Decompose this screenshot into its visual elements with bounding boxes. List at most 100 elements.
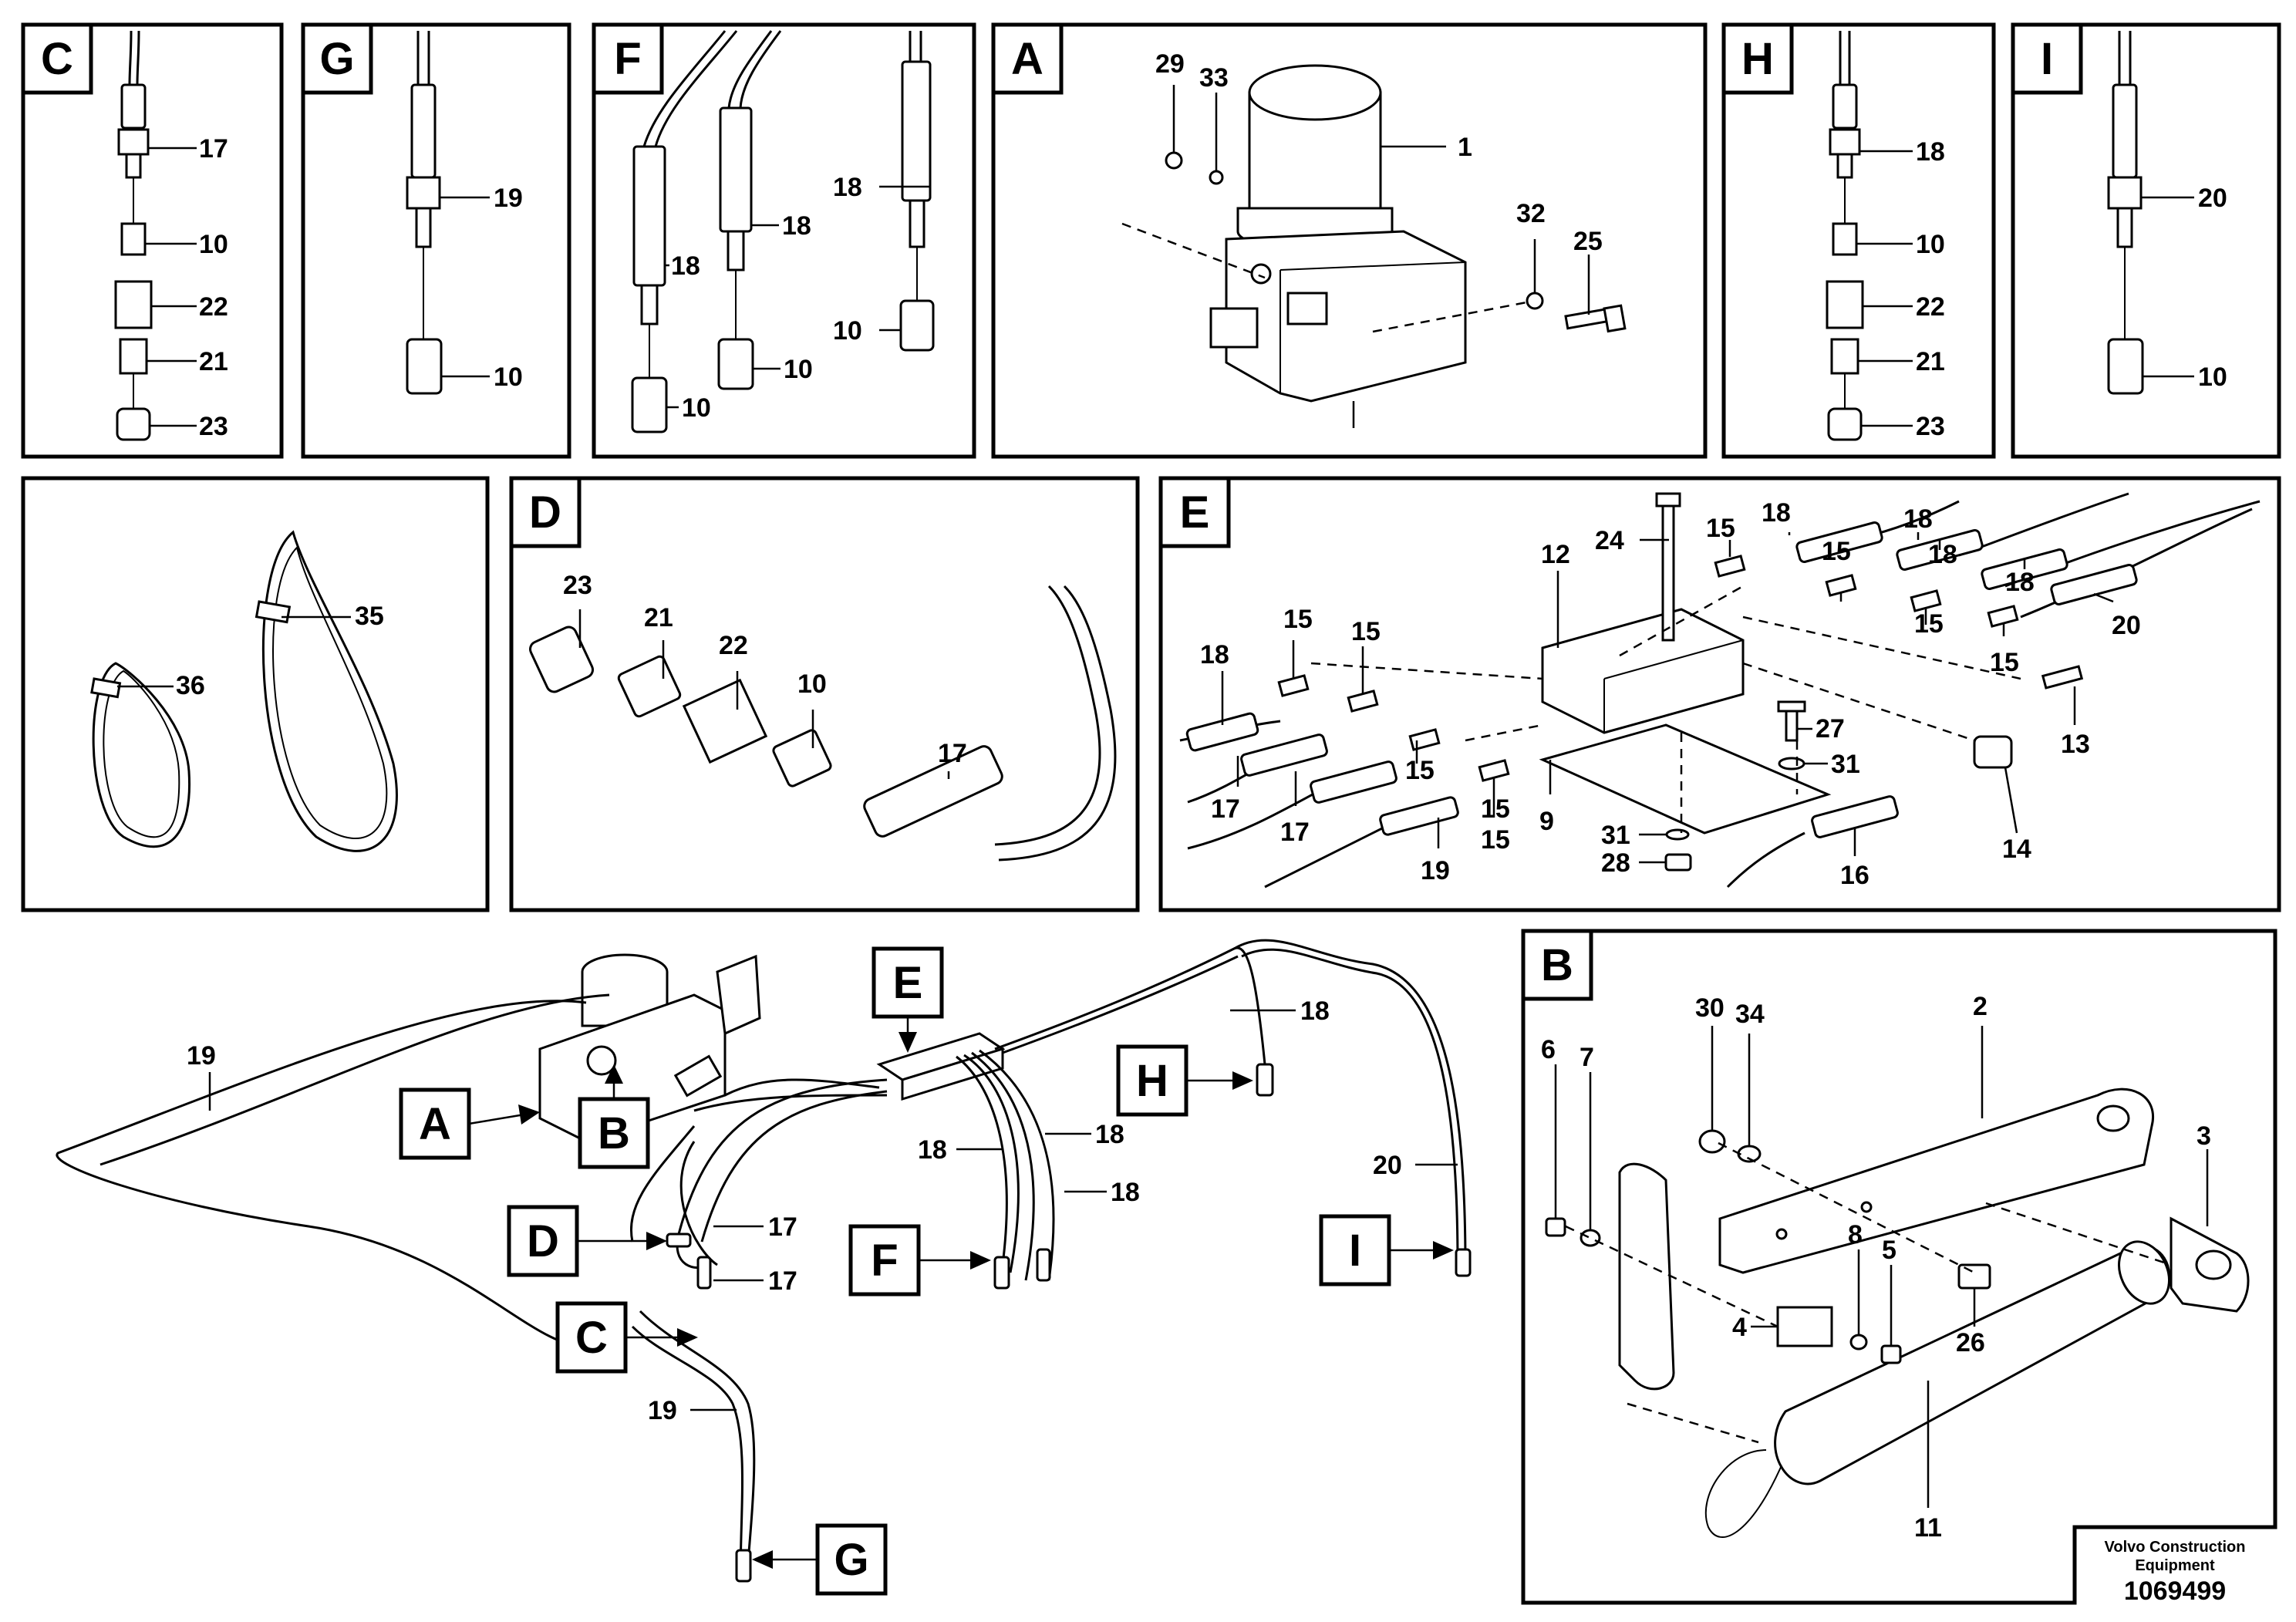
callout: 15: [1283, 605, 1313, 634]
callout: 31: [1601, 821, 1630, 850]
callout: 17: [768, 1266, 797, 1296]
callout: 16: [1840, 861, 1870, 890]
callout: 31: [1831, 750, 1860, 779]
callout: 20: [2198, 184, 2227, 213]
callout: 35: [355, 602, 384, 631]
detail-panel-g: G 19 10: [301, 22, 571, 459]
callout: 33: [1199, 63, 1229, 93]
callout: 18: [1095, 1120, 1124, 1149]
panel-tag-b: B: [1541, 940, 1573, 990]
overview-tag-i: I: [1349, 1226, 1361, 1276]
callout: 18: [671, 251, 700, 281]
detail-panel-cable-ties: 35 36: [21, 476, 490, 912]
callout: 10: [494, 363, 523, 392]
callout: 18: [833, 173, 862, 202]
callout: 5: [1882, 1236, 1896, 1265]
callout: 12: [1541, 540, 1570, 569]
callout: 26: [1956, 1328, 1985, 1357]
callout: 21: [644, 603, 673, 632]
callout: 15: [1481, 825, 1510, 855]
callout: 14: [2002, 835, 2031, 864]
callout: 7: [1580, 1043, 1594, 1072]
overview-tag-b: B: [598, 1108, 630, 1158]
detail-panel-i: I 20 10: [2011, 22, 2281, 459]
callout: 19: [1421, 856, 1450, 885]
callout: 9: [1539, 807, 1554, 836]
overview-tag-f: F: [871, 1236, 898, 1286]
callout: 19: [648, 1396, 677, 1425]
callout: 25: [1573, 227, 1603, 256]
callout: 22: [199, 292, 228, 322]
overview-tag-d: D: [527, 1216, 559, 1266]
callout: 18: [782, 211, 811, 241]
callout: 10: [784, 355, 813, 384]
callout: 18: [1916, 137, 1945, 167]
callout: 17: [1211, 794, 1240, 824]
callout: 18: [1928, 540, 1957, 569]
callout: 17: [1280, 818, 1310, 847]
callout: 3: [2197, 1121, 2211, 1151]
callout: 15: [1481, 794, 1510, 824]
callout: 17: [199, 134, 228, 164]
callout: 10: [2198, 363, 2227, 392]
panel-tag-d: D: [529, 487, 561, 538]
callout: 4: [1732, 1313, 1747, 1342]
callout: 18: [1111, 1178, 1140, 1207]
callout: 22: [719, 631, 748, 660]
callout: 29: [1155, 49, 1185, 79]
callout: 20: [2112, 611, 2141, 640]
detail-panel-d: D 23 21 22 10 17: [509, 476, 1140, 912]
detail-panel-e: E: [1158, 476, 2281, 912]
callout: 17: [768, 1212, 797, 1242]
callout: 18: [2005, 568, 2035, 597]
callout: 21: [1916, 347, 1945, 376]
callout: 10: [1916, 230, 1945, 259]
panel-tag-e: E: [1180, 487, 1210, 538]
panel-tag-f: F: [614, 34, 641, 84]
callout: 6: [1541, 1035, 1556, 1064]
callout: 23: [1916, 412, 1945, 441]
callout: 34: [1735, 1000, 1765, 1029]
callout: 22: [1916, 292, 1945, 322]
callout: 15: [1351, 617, 1381, 646]
callout: 30: [1695, 993, 1725, 1023]
detail-panel-a: A 29 33 1 32 25: [991, 22, 1708, 459]
overview-tag-e: E: [893, 958, 923, 1008]
callout: 13: [2061, 730, 2090, 759]
callout: 24: [1595, 526, 1624, 555]
panel-tag-a: A: [1011, 34, 1043, 84]
reference-number: 1069499: [2124, 1576, 2226, 1606]
callout: 10: [797, 669, 827, 699]
overview-tag-c: C: [575, 1313, 608, 1363]
detail-panel-b: B: [1521, 929, 2277, 1606]
callout: 18: [1200, 640, 1229, 669]
callout: 27: [1816, 714, 1845, 744]
callout: 10: [199, 230, 228, 259]
credit-line-2: Equipment: [2135, 1557, 2215, 1574]
callout: 15: [1405, 756, 1435, 785]
overview-tag-a: A: [419, 1099, 451, 1149]
callout: 18: [1762, 498, 1791, 528]
callout: 2: [1973, 992, 1988, 1021]
callout: 19: [494, 184, 523, 213]
callout: 15: [1822, 537, 1851, 566]
callout: 15: [1914, 609, 1944, 639]
callout: 36: [176, 671, 205, 700]
callout: 10: [833, 316, 862, 346]
callout: 18: [1300, 996, 1330, 1026]
callout: 19: [187, 1041, 216, 1071]
detail-panel-c: C 17 10 22 21 23: [21, 22, 284, 459]
detail-panel-h: H 18 10 22 21 23: [1721, 22, 1996, 459]
callout: 23: [199, 412, 228, 441]
panel-tag-h: H: [1741, 34, 1774, 84]
callout: 21: [199, 347, 228, 376]
overview-assembly: A B C D E F G H I: [56, 939, 1472, 1596]
callout: 18: [918, 1135, 947, 1165]
callout: 20: [1373, 1151, 1402, 1180]
overview-tag-g: G: [834, 1535, 868, 1585]
callout: 11: [1914, 1513, 1942, 1543]
panel-tag-g: G: [319, 34, 354, 84]
callout: 18: [1903, 504, 1933, 534]
callout: 8: [1848, 1220, 1863, 1249]
